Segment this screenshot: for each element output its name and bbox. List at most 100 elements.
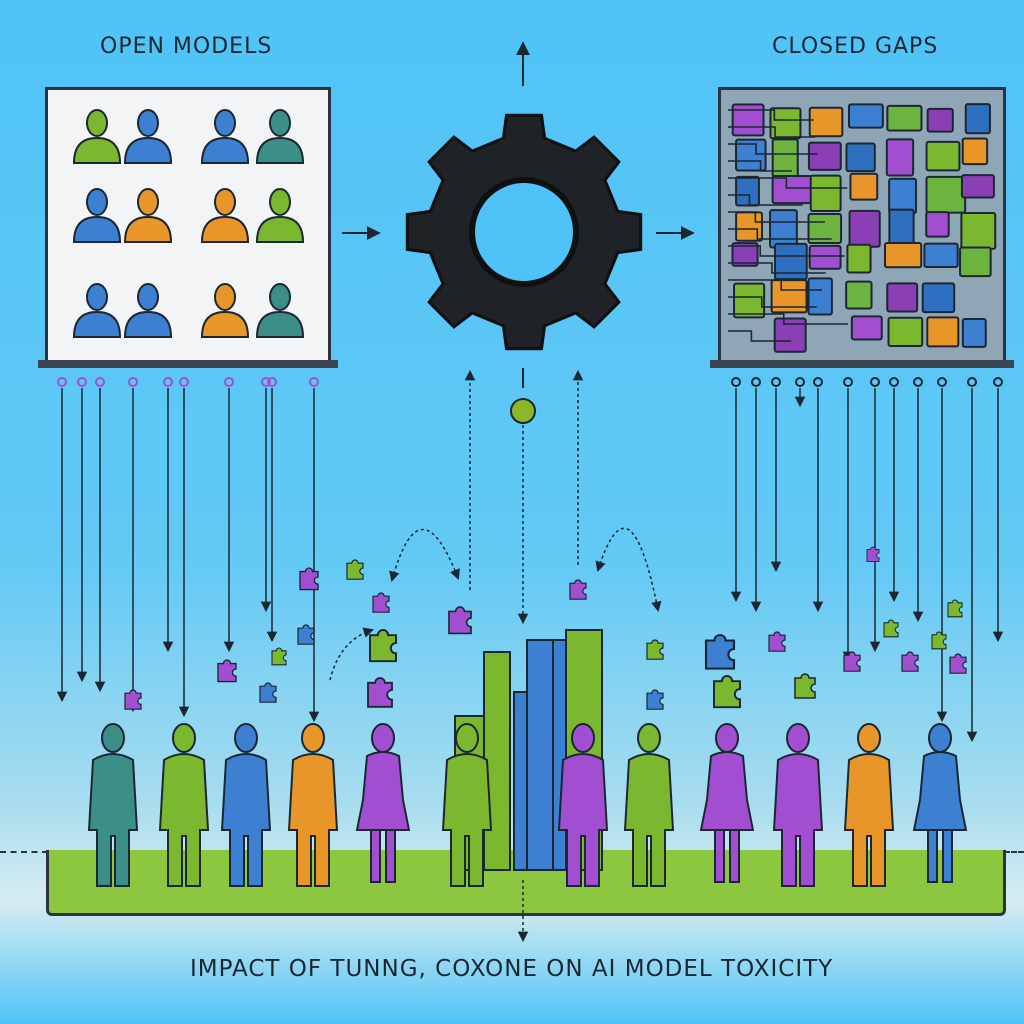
circuit-tile xyxy=(770,279,808,314)
bar-icon xyxy=(526,639,554,871)
person-icon xyxy=(355,723,411,883)
open-models-title: OPEN MODELS xyxy=(100,34,273,59)
circuit-tile xyxy=(845,280,873,310)
drop-node xyxy=(57,377,67,387)
person-icon xyxy=(623,723,675,887)
circuit-tile xyxy=(887,316,924,347)
person-icon xyxy=(255,283,305,338)
puzzle-pieces xyxy=(124,546,967,710)
circuit-tile xyxy=(731,242,759,267)
closed-gaps-shelf xyxy=(710,360,1014,368)
gear-icon xyxy=(405,113,643,351)
circuit-tile xyxy=(961,317,987,348)
person-icon xyxy=(220,723,272,887)
person-icon xyxy=(287,723,339,887)
drop-node xyxy=(795,377,805,387)
person-icon xyxy=(255,109,305,164)
person-icon xyxy=(123,283,173,338)
baseline-right-dash xyxy=(1004,851,1024,853)
person-icon xyxy=(158,723,210,887)
puzzle-piece-icon xyxy=(124,689,142,710)
circuit-wire xyxy=(728,109,814,121)
circuit-tile xyxy=(926,107,954,133)
circuit-tile xyxy=(769,107,802,140)
baseline-left-dash xyxy=(0,851,48,853)
person-icon xyxy=(255,188,305,243)
drop-node xyxy=(913,377,923,387)
puzzle-piece-icon xyxy=(271,647,287,666)
circuit-tile xyxy=(888,208,915,246)
drop-node xyxy=(179,377,189,387)
curved-arrow xyxy=(329,627,375,681)
circuit-wire xyxy=(728,143,818,155)
puzzle-piece-icon xyxy=(768,631,786,652)
circuit-tile xyxy=(961,137,989,166)
bar-icon xyxy=(483,651,511,871)
puzzle-piece-icon xyxy=(883,619,899,638)
circuit-tile xyxy=(960,174,995,199)
puzzle-piece-icon xyxy=(866,546,880,562)
puzzle-piece-icon xyxy=(646,639,664,660)
circuit-wire xyxy=(728,160,792,172)
puzzle-piece-icon xyxy=(346,559,364,580)
person-icon xyxy=(699,723,755,883)
circuit-wire xyxy=(728,262,826,274)
drop-node xyxy=(163,377,173,387)
circuit-tile xyxy=(925,140,961,172)
puzzle-piece-icon xyxy=(843,651,861,672)
drop-node xyxy=(751,377,761,387)
circuit-tile xyxy=(925,175,967,214)
center-bars xyxy=(454,629,603,871)
people-row xyxy=(87,723,968,887)
puzzle-piece-icon xyxy=(369,629,397,663)
circuit-tile xyxy=(885,138,915,177)
circuit-wire xyxy=(728,279,822,291)
puzzle-piece-icon xyxy=(297,624,315,645)
circuit-wire xyxy=(728,194,803,206)
circuit-tile xyxy=(731,103,765,137)
drop-node xyxy=(224,377,234,387)
puzzle-piece-icon xyxy=(931,631,947,650)
circuit-tile xyxy=(921,282,956,314)
drop-node xyxy=(843,377,853,387)
puzzle-piece-icon xyxy=(949,653,967,674)
drop-node xyxy=(95,377,105,387)
drop-node xyxy=(267,377,277,387)
puzzle-piece-icon xyxy=(367,677,393,708)
drop-lines xyxy=(56,377,1004,743)
puzzle-piece-icon xyxy=(901,651,919,672)
closed-gaps-title: CLOSED GAPS xyxy=(772,34,939,59)
person-icon xyxy=(200,283,250,338)
drop-node xyxy=(967,377,977,387)
puzzle-piece-icon xyxy=(569,579,587,600)
person-icon xyxy=(441,723,493,887)
circuit-tile xyxy=(960,211,997,250)
circuit-tile xyxy=(888,177,918,215)
circuit-wire xyxy=(728,245,845,257)
puzzle-piece-icon xyxy=(947,599,963,618)
circuit-tile xyxy=(808,244,842,270)
puzzle-piece-icon xyxy=(217,659,237,683)
circuit-tile xyxy=(848,209,881,248)
circuit-tile xyxy=(733,282,766,319)
drop-node xyxy=(731,377,741,387)
drop-node xyxy=(771,377,781,387)
circuit-wire xyxy=(728,228,832,240)
circuit-tile xyxy=(808,106,844,138)
circuit-tile xyxy=(959,246,992,278)
caption: IMPACT OF TUNNG, COXONE ON AI MODEL TOXI… xyxy=(190,956,834,982)
drop-node xyxy=(993,377,1003,387)
circuit-wire xyxy=(728,296,817,308)
curved-arrow xyxy=(595,527,662,613)
puzzle-piece-icon xyxy=(259,682,277,703)
circuit-tile xyxy=(886,282,919,313)
person-icon xyxy=(200,188,250,243)
green-node xyxy=(510,398,536,424)
puzzle-piece-icon xyxy=(713,675,741,709)
circuit-tile xyxy=(926,316,960,348)
circuit-tile xyxy=(846,243,872,274)
circuit-tile xyxy=(925,211,950,238)
person-icon xyxy=(772,723,824,887)
puzzle-piece-icon xyxy=(299,567,319,591)
